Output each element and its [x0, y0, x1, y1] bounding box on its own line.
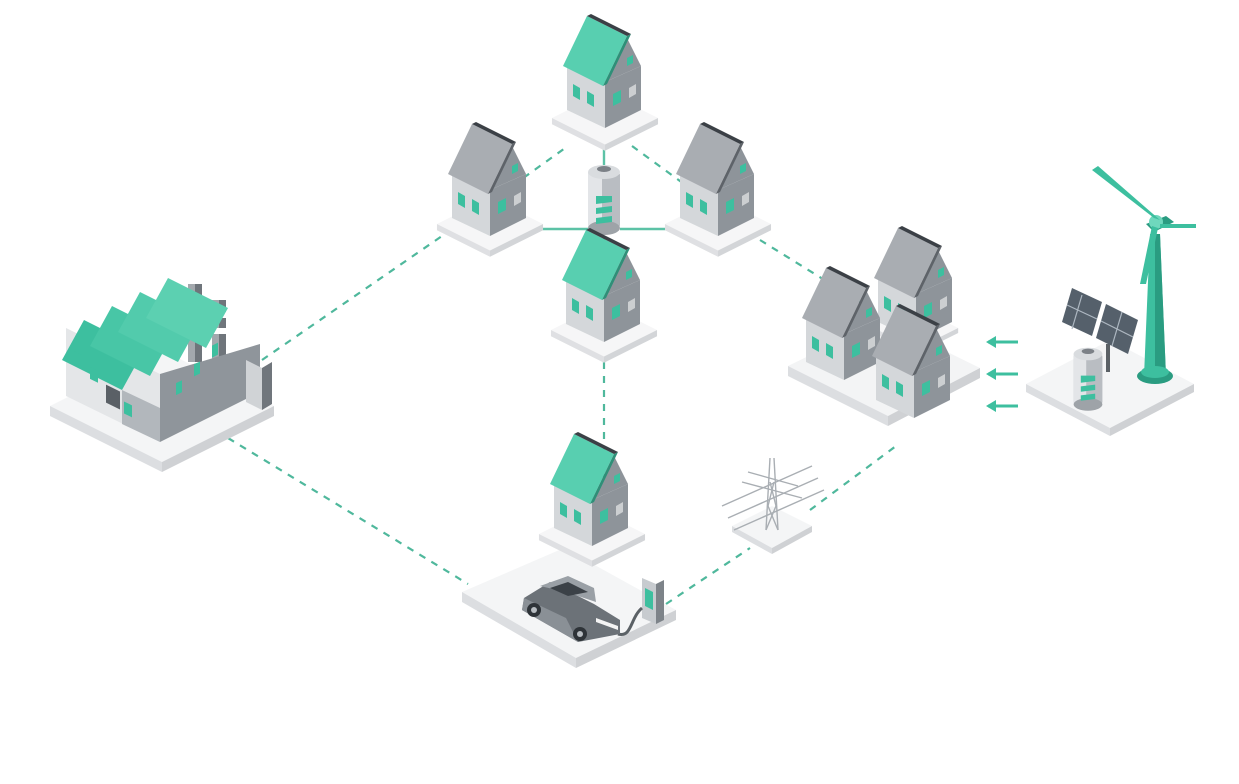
arrow-left-icon: [984, 398, 1020, 414]
community-battery: [588, 165, 620, 235]
link-house-top-house-right: [631, 145, 685, 185]
link-house-left-house-top: [511, 145, 569, 187]
wind-turbine-icon: [1092, 166, 1196, 384]
arrow-left-icon: [984, 366, 1020, 382]
house-left: [436, 122, 544, 257]
link-factory-house-left: [261, 235, 443, 361]
power-pylon: [721, 457, 825, 554]
link-ev-home-pylon: [665, 547, 751, 605]
battery-icon: [1073, 347, 1103, 411]
cluster-house-left: [802, 266, 880, 380]
ev-home-house: [538, 432, 646, 567]
electric-car-icon: [522, 576, 620, 642]
ev-home: [462, 432, 676, 668]
power-pylon-icon: [721, 457, 825, 531]
house-top: [551, 14, 659, 151]
renewables: [1026, 166, 1196, 436]
ev-charger-icon: [617, 578, 664, 636]
house-right: [664, 122, 772, 257]
battery-icon: [588, 165, 620, 235]
link-pylon-cluster: [809, 445, 897, 511]
renewable-flow-arrows: [984, 334, 1020, 414]
factory: [50, 278, 274, 472]
arrow-left-icon: [984, 334, 1020, 350]
solar-panel-icon: [1062, 288, 1138, 372]
link-factory-ev-home: [227, 437, 469, 585]
house-center: [550, 228, 658, 363]
house-cluster: [788, 226, 980, 426]
